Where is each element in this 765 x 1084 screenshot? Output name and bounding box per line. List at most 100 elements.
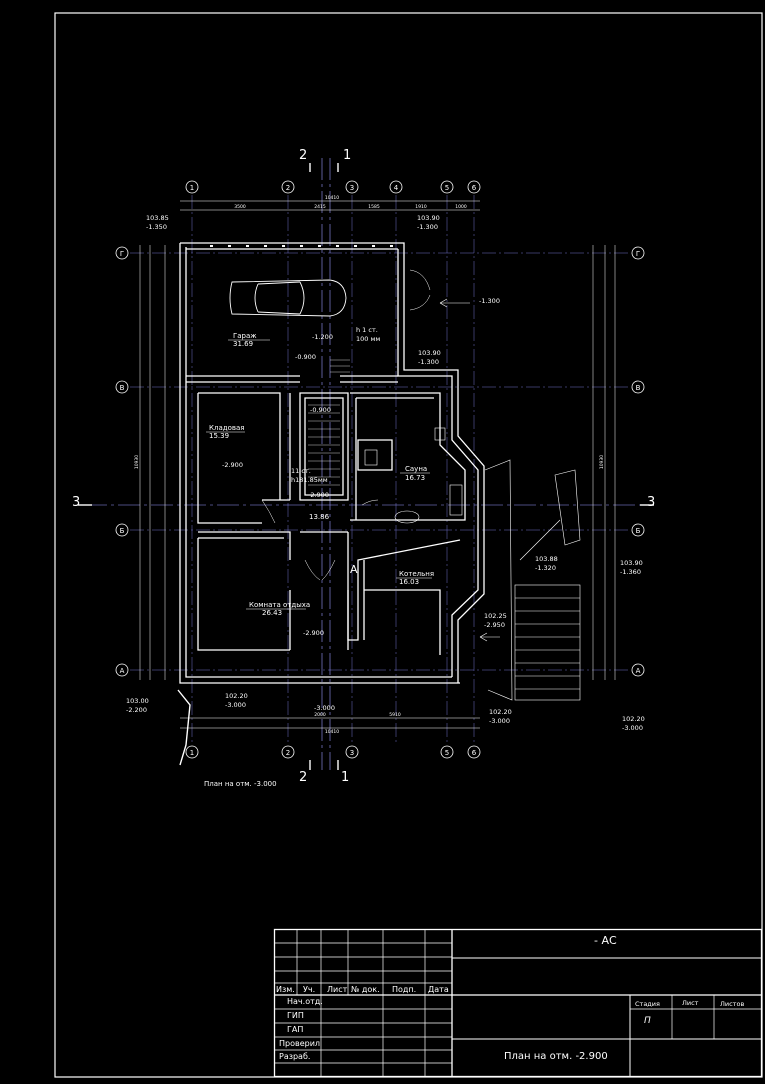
dim-overall-right: 10930 bbox=[599, 455, 605, 469]
entrance-ramp bbox=[177, 689, 191, 766]
level-4: -2.900 bbox=[222, 461, 243, 469]
room-storage-name: Кладовая bbox=[209, 424, 244, 432]
section-label-1-top: 1 bbox=[343, 148, 351, 163]
axis-2-bottom: 2 bbox=[286, 749, 290, 757]
walls bbox=[179, 242, 485, 684]
dim-top-3: 1585 bbox=[368, 204, 380, 210]
elev-9: 102.20 bbox=[622, 715, 645, 723]
room-garage-area: 31.69 bbox=[233, 340, 253, 348]
axis-2-top: 2 bbox=[286, 184, 290, 192]
car-icon bbox=[229, 279, 347, 317]
sheet-title: План на отм. -2.900 bbox=[504, 1051, 608, 1062]
elev-7: 102.20 bbox=[225, 692, 248, 700]
marker-letter-a: А bbox=[350, 563, 358, 576]
level-18: -3.000 bbox=[622, 724, 643, 732]
level-8: -3.000 bbox=[314, 704, 335, 712]
level-16: -1.350 bbox=[146, 223, 167, 231]
level-15: -2.200 bbox=[126, 706, 147, 714]
sheet-header: Лист bbox=[682, 999, 699, 1007]
col-izm: Изм. bbox=[276, 985, 295, 994]
room-boiler-area: 16.03 bbox=[399, 578, 419, 586]
level-arrows bbox=[439, 298, 500, 642]
axis-6-bottom: 6 bbox=[472, 749, 477, 757]
dim-bottom-1: 2000 bbox=[314, 712, 326, 718]
elev-4: 103.88 bbox=[535, 555, 558, 563]
axis-G-left: Г bbox=[120, 250, 124, 258]
dim-top-5: 1000 bbox=[455, 204, 467, 210]
sheets-header: Листов bbox=[720, 1000, 745, 1008]
axis-1-bottom: 1 bbox=[190, 749, 194, 757]
section-label-3-left: 3 bbox=[72, 495, 80, 510]
room-sauna-name: Сауна bbox=[405, 465, 427, 473]
level-1: -1.200 bbox=[312, 333, 333, 341]
section-label-3-right: 3 bbox=[647, 495, 655, 510]
role-nach-otd: Нач.отд. bbox=[287, 997, 323, 1006]
col-podp: Подп. bbox=[392, 985, 417, 994]
project-code: - АС bbox=[594, 934, 617, 947]
sauna-fixtures bbox=[364, 427, 463, 524]
elev-5: 103.90 bbox=[620, 559, 643, 567]
axis-5-top: 5 bbox=[445, 184, 449, 192]
section-label-2-top: 2 bbox=[299, 148, 307, 163]
door-swings bbox=[261, 269, 431, 581]
dim-top-2: 2415 bbox=[314, 204, 326, 210]
axis-G-right: Г bbox=[636, 250, 640, 258]
dim-overall-bottom: 10410 bbox=[325, 729, 339, 735]
col-list: Лист bbox=[327, 985, 348, 994]
axis-V-right: В bbox=[636, 384, 641, 392]
axis-B-right: Б bbox=[636, 527, 641, 535]
elev-1: 103.85 bbox=[146, 214, 169, 222]
level-5: -2.900 bbox=[308, 491, 329, 499]
stage-value: П bbox=[644, 1016, 651, 1026]
axis-grid bbox=[130, 195, 630, 745]
room-relax-area: 26.43 bbox=[262, 609, 282, 617]
elev-6: 102.25 bbox=[484, 612, 507, 620]
dimension-lines bbox=[139, 200, 616, 729]
level-2: -0.900 bbox=[295, 353, 316, 361]
role-proveril: Проверил bbox=[279, 1039, 321, 1048]
level-6: -2.900 bbox=[303, 629, 324, 637]
dim-overall-top: 10410 bbox=[325, 195, 339, 201]
section-label-1-bottom: 1 bbox=[341, 770, 349, 785]
level-13: -1.360 bbox=[620, 568, 641, 576]
title-block: - АС Изм. Уч. Лист № док. Подп. Дата Нач… bbox=[274, 928, 762, 1077]
axis-3-bottom: 3 bbox=[350, 749, 354, 757]
sheet-frame bbox=[54, 12, 763, 1078]
elev-3: 103.90 bbox=[418, 349, 441, 357]
section-label-2-bottom: 2 bbox=[299, 770, 307, 785]
title-block-grid bbox=[273, 928, 763, 1078]
axis-B-left: Б bbox=[120, 527, 125, 535]
axis-3-top: 3 bbox=[350, 184, 354, 192]
stair-treads bbox=[308, 359, 350, 486]
level-12: -1.320 bbox=[535, 564, 556, 572]
stage-header: Стадия bbox=[635, 1000, 660, 1008]
stair-note-1: h 1 ст. bbox=[356, 326, 378, 334]
col-ndok: № док. bbox=[351, 985, 380, 994]
axis-V-left: В bbox=[120, 384, 125, 392]
room-garage-name: Гараж bbox=[233, 332, 257, 340]
room-storage-area: 15.39 bbox=[209, 432, 229, 440]
dim-bottom-2: 5910 bbox=[389, 712, 401, 718]
axis-5-bottom: 5 bbox=[445, 749, 449, 757]
room-boiler-name: Котельня bbox=[399, 570, 434, 578]
level-11: -1.300 bbox=[418, 358, 439, 366]
room-hall-area: 13.86 bbox=[309, 513, 330, 521]
axis-bubbles bbox=[115, 180, 645, 759]
role-razrab: Разраб. bbox=[279, 1052, 311, 1061]
external-stair bbox=[484, 459, 581, 701]
axis-A-left: А bbox=[120, 667, 125, 675]
axis-A-right: А bbox=[636, 667, 641, 675]
level-7: -1.300 bbox=[479, 297, 500, 305]
elev-10: 103.00 bbox=[126, 697, 149, 705]
stair-note-2: 11 ст. bbox=[291, 467, 311, 475]
elev-2: 103.90 bbox=[417, 214, 440, 222]
level-17: -1.300 bbox=[417, 223, 438, 231]
col-uch: Уч. bbox=[303, 985, 316, 994]
dim-top-4: 1910 bbox=[415, 204, 427, 210]
role-gip: ГИП bbox=[287, 1011, 304, 1020]
stair-note-1b: 100 мм bbox=[356, 335, 380, 343]
col-data: Дата bbox=[428, 985, 449, 994]
dim-overall-left: 10930 bbox=[134, 455, 140, 469]
